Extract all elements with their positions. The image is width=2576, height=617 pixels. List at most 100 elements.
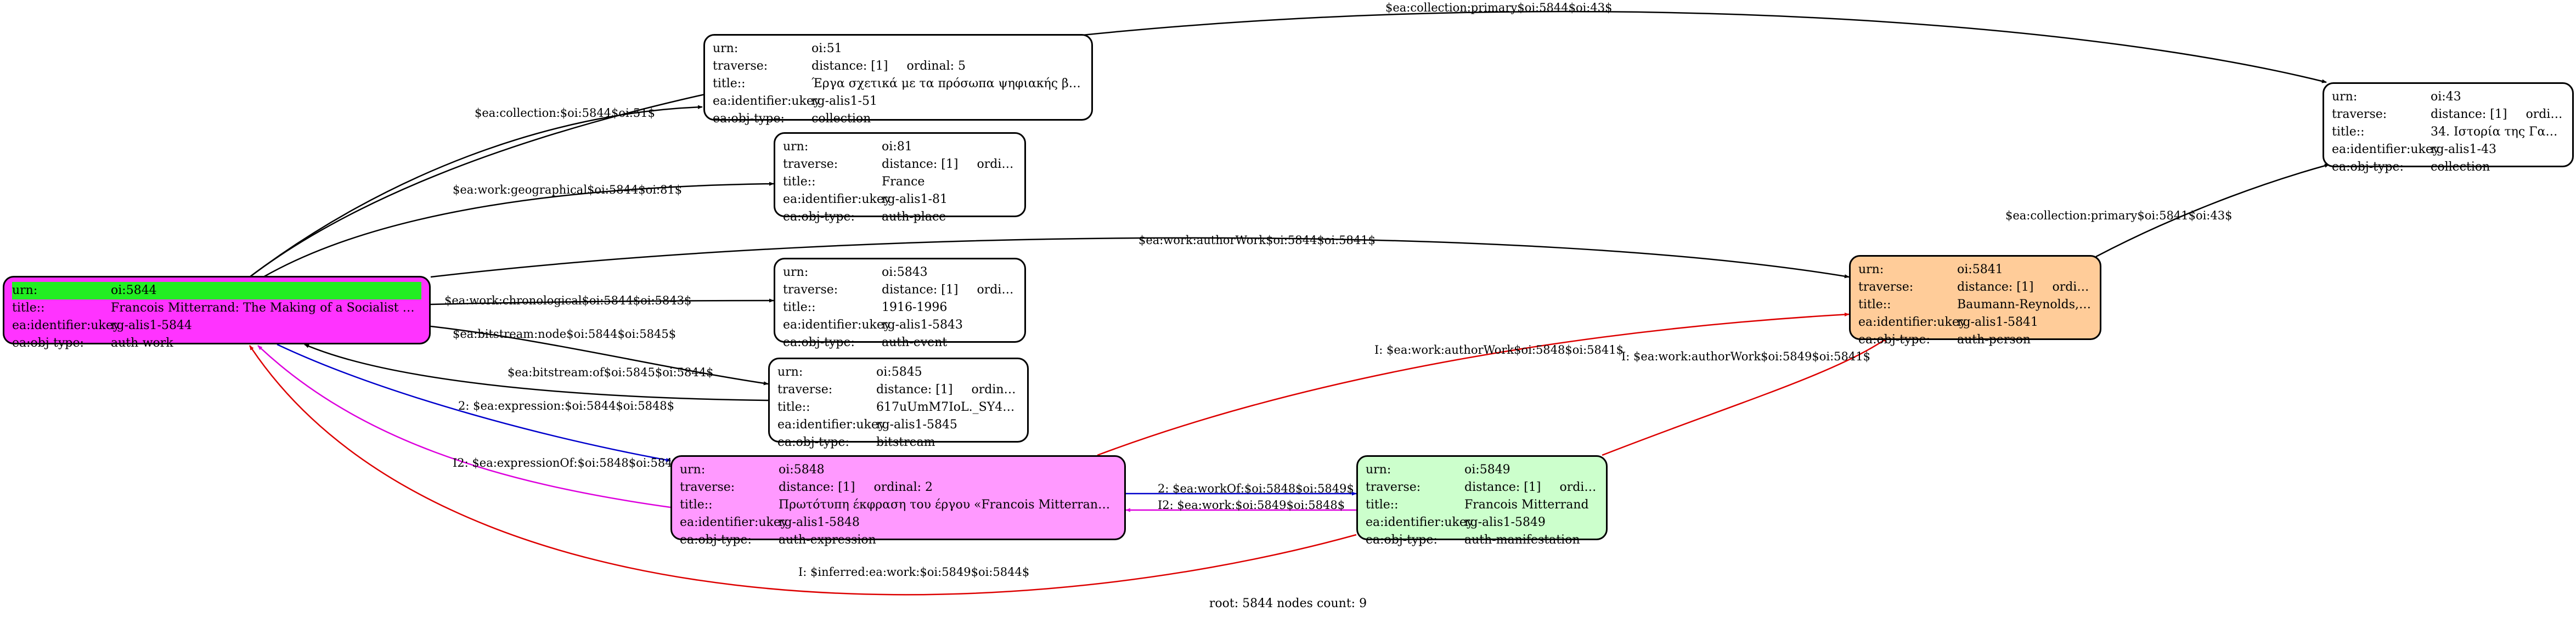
- node-distance: distance: [1]: [1464, 480, 1541, 494]
- field-key: ea:identifier:ukey: [777, 418, 886, 432]
- node-ordinal: ordinal: 8: [977, 157, 1017, 171]
- field-key: title::: [12, 301, 45, 315]
- field-key: title::: [1366, 498, 1399, 512]
- edge-label-authorwork-5848: I: $ea:work:authorWork$oi:5848$oi:5841$: [1374, 343, 1624, 356]
- node-title: Πρωτότυπη έκφραση του έργου «Francois Mi…: [779, 498, 1117, 512]
- edge-label-expression-5848: 2: $ea:expression:$oi:5844$oi:5848$: [458, 399, 674, 412]
- field-key: ea:obj-type:: [777, 435, 849, 449]
- node-oi-5848[interactable]: urn:oi:5848 traverse:distance: [1]ordina…: [670, 455, 1126, 547]
- node-oi-51[interactable]: urn:oi:51 traverse:distance: [1]ordinal:…: [703, 34, 1093, 126]
- field-key: ea:obj-type:: [1366, 533, 1438, 547]
- edge-authorwork-5841: [430, 237, 1850, 279]
- field-key: ea:identifier:ukey: [1858, 315, 1966, 329]
- field-key: ea:identifier:ukey: [713, 94, 821, 108]
- field-key: ea:obj-type:: [680, 533, 752, 547]
- node-row-type: ea:obj-type:collection: [713, 110, 1084, 128]
- node-row-urn: urn:oi:5844: [12, 282, 421, 299]
- field-key: traverse:: [783, 283, 838, 297]
- node-type: auth-work: [111, 336, 173, 350]
- node-distance: distance: [1]: [811, 59, 888, 73]
- node-ordinal: ordinal: 1: [971, 383, 1019, 397]
- node-title: 34. Ιστορία της Γαλλίας: [2431, 125, 2564, 139]
- edge-collection-51: [249, 105, 703, 278]
- node-row-traverse: traverse:distance: [1]ordinal: 2: [680, 479, 1117, 496]
- edge-label-collection-51: $ea:collection:$oi:5844$oi:51$: [475, 106, 655, 120]
- field-key: ea:identifier:ukey: [12, 319, 120, 332]
- node-ukey: rg-alis1-5843: [882, 318, 963, 332]
- node-row-title: title::Baumann-Reynolds, Sally: [1858, 296, 2092, 314]
- node-oi-43[interactable]: urn:oi:43 traverse:distance: [1]ordinal:…: [2323, 82, 2574, 174]
- node-oi-5843[interactable]: urn:oi:5843 traverse:distance: [1]ordina…: [774, 258, 1026, 349]
- field-key: ea:obj-type:: [1858, 333, 1930, 347]
- field-key: ea:obj-type:: [783, 336, 855, 349]
- node-type: collection: [811, 112, 871, 126]
- node-title: Francois Mitterrand: [1464, 498, 1589, 512]
- edge-label-chronological-5843: $ea:work:chronological$oi:5844$oi:5843$: [444, 294, 691, 307]
- node-row-type: ea:obj-type:auth-work: [12, 335, 421, 352]
- edge-geographical-81: [263, 182, 774, 278]
- node-ukey: rg-alis1-51: [811, 94, 877, 108]
- node-row-type: ea:obj-type:bitstream: [777, 434, 1019, 451]
- node-distance: distance: [1]: [882, 283, 959, 297]
- node-row-title: title::34. Ιστορία της Γαλλίας: [2332, 123, 2564, 141]
- node-row-urn: urn:oi:5848: [680, 461, 1117, 479]
- node-title: 617uUmM7IoL._SY466_.jpg: [876, 400, 1019, 414]
- node-row-urn: urn:oi:5841: [1858, 261, 2092, 279]
- node-row-urn: urn:oi:5843: [783, 264, 1017, 281]
- node-ordinal: ordinal: 5: [906, 59, 966, 73]
- node-title: France: [882, 175, 925, 189]
- field-key: urn:: [783, 265, 809, 279]
- field-key: urn:: [777, 365, 803, 379]
- node-ukey: rg-alis1-43: [2431, 143, 2496, 156]
- node-distance: distance: [1]: [2431, 107, 2507, 121]
- node-oi-81[interactable]: urn:oi:81 traverse:distance: [1]ordinal:…: [774, 132, 1026, 224]
- node-urn: oi:5841: [1957, 263, 2003, 276]
- field-key: title::: [1858, 298, 1891, 312]
- node-title: Francois Mitterrand: The Making of a Soc…: [111, 301, 421, 315]
- node-row-type: ea:obj-type: auth-place: [783, 208, 1017, 226]
- edge-label-geographical-81: $ea:work:geographical$oi:5844$oi:81$: [453, 183, 682, 196]
- node-row-traverse: traverse:distance: [1]ordinal: 1: [777, 381, 1019, 399]
- node-oi-5844[interactable]: urn:oi:5844 title::Francois Mitterrand: …: [3, 276, 431, 350]
- field-key: traverse:: [1366, 480, 1421, 494]
- node-row-urn: urn:oi:81: [783, 138, 1017, 156]
- node-row-traverse: traverse:distance: [1]ordinal: 6: [1858, 279, 2092, 296]
- field-key: urn:: [713, 42, 739, 55]
- node-oi-5845[interactable]: urn: oi:5845 traverse:distance: [1]ordina…: [768, 358, 1029, 449]
- edge-label-inferred-work: I: $inferred:ea:work:$oi:5849$oi:5844$: [798, 565, 1029, 579]
- node-row-urn: urn:oi:5849: [1366, 461, 1598, 479]
- field-key: urn:: [680, 463, 706, 477]
- node-ordinal: ordinal: 4: [2526, 107, 2564, 121]
- field-key: ea:identifier:ukey: [783, 193, 891, 206]
- field-key: title::: [713, 77, 746, 90]
- field-key: ea:obj-type:: [783, 210, 855, 224]
- node-row-type: ea:obj-type:auth-person: [1858, 331, 2092, 349]
- edge-collection-primary-5841: [2095, 163, 2330, 258]
- node-row-traverse: traverse:distance: [1]ordinal: 7: [783, 281, 1017, 299]
- node-row-title: title::Francois Mitterrand: [1366, 496, 1598, 514]
- node-oi-5849[interactable]: urn:oi:5849 traverse: distance: [1] ordina…: [1356, 455, 1608, 547]
- node-row-type: ea:obj-type: auth-manifestation: [1366, 531, 1598, 549]
- node-row-title: title::1916-1996: [783, 299, 1017, 316]
- edge-label-collection-primary-43: $ea:collection:primary$oi:5844$oi:43$: [1385, 1, 1612, 14]
- edge-label-collection-primary-5841: $ea:collection:primary$oi:5841$oi:43$: [2005, 209, 2232, 222]
- node-distance: distance: [1]: [882, 157, 959, 171]
- field-key: urn:: [783, 140, 809, 154]
- node-urn: oi:5845: [876, 365, 922, 379]
- field-key: ea:obj-type:: [2332, 160, 2404, 174]
- node-row-type: ea:obj-type:auth-expression: [680, 531, 1117, 549]
- edge-label-authorwork-5841: $ea:work:authorWork$oi:5844$oi:5841$: [1138, 234, 1376, 247]
- node-row-traverse: traverse:distance: [1]ordinal: 8: [783, 156, 1017, 173]
- field-key: ea:identifier:ukey: [2332, 143, 2440, 156]
- node-type: auth-manifestation: [1464, 533, 1580, 547]
- node-type: auth-place: [882, 210, 946, 224]
- field-key: title::: [783, 301, 816, 314]
- node-oi-5841[interactable]: urn:oi:5841 traverse:distance: [1]ordina…: [1849, 255, 2101, 347]
- node-ordinal: ordinal: 3: [1559, 480, 1598, 494]
- node-ukey: rg-alis1-5844: [111, 319, 192, 332]
- edge-inferred-work: [249, 345, 1357, 596]
